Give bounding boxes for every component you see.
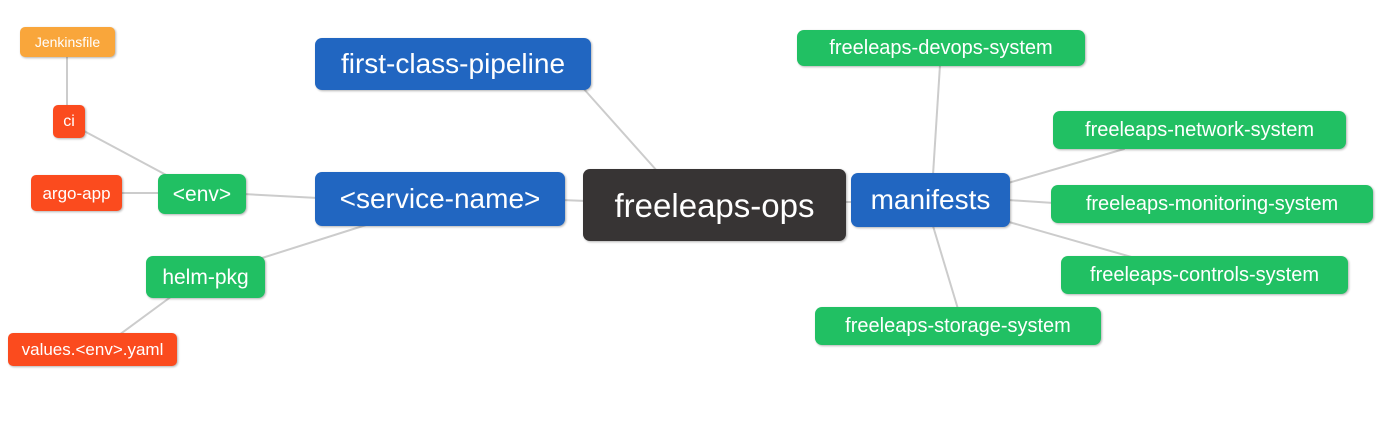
edge-manifests-network <box>1007 148 1125 184</box>
node-values-env-yaml[interactable]: values.<env>.yaml <box>8 333 177 366</box>
node-network-system[interactable]: freeleaps-network-system <box>1053 111 1346 149</box>
edge-helm-pkg-values <box>118 295 173 336</box>
node-devops-system[interactable]: freeleaps-devops-system <box>797 30 1085 66</box>
node-root-freeleaps-ops[interactable]: freeleaps-ops <box>583 169 846 241</box>
edge-manifests-monitoring <box>1007 199 1055 204</box>
node-ci[interactable]: ci <box>53 105 85 138</box>
edge-service-name-helm-pkg <box>261 224 367 259</box>
node-storage-system[interactable]: freeleaps-storage-system <box>815 307 1101 345</box>
edge-root-first-class-pipeline <box>582 87 659 173</box>
node-controls-system[interactable]: freeleaps-controls-system <box>1061 256 1348 294</box>
edge-root-service-name <box>560 199 588 202</box>
node-monitoring-system[interactable]: freeleaps-monitoring-system <box>1051 185 1373 223</box>
edge-env-ci <box>83 130 171 178</box>
node-service-name[interactable]: <service-name> <box>315 172 565 226</box>
node-first-class-pipeline[interactable]: first-class-pipeline <box>315 38 591 90</box>
node-env[interactable]: <env> <box>158 174 246 214</box>
edge-manifests-storage <box>932 225 959 310</box>
node-jenkinsfile[interactable]: Jenkinsfile <box>20 27 115 57</box>
edge-manifests-controls <box>1008 221 1136 259</box>
node-argo-app[interactable]: argo-app <box>31 175 122 211</box>
node-manifests[interactable]: manifests <box>851 173 1010 227</box>
edge-service-name-env <box>242 193 319 199</box>
edge-manifests-devops <box>932 64 941 176</box>
node-helm-pkg[interactable]: helm-pkg <box>146 256 265 298</box>
